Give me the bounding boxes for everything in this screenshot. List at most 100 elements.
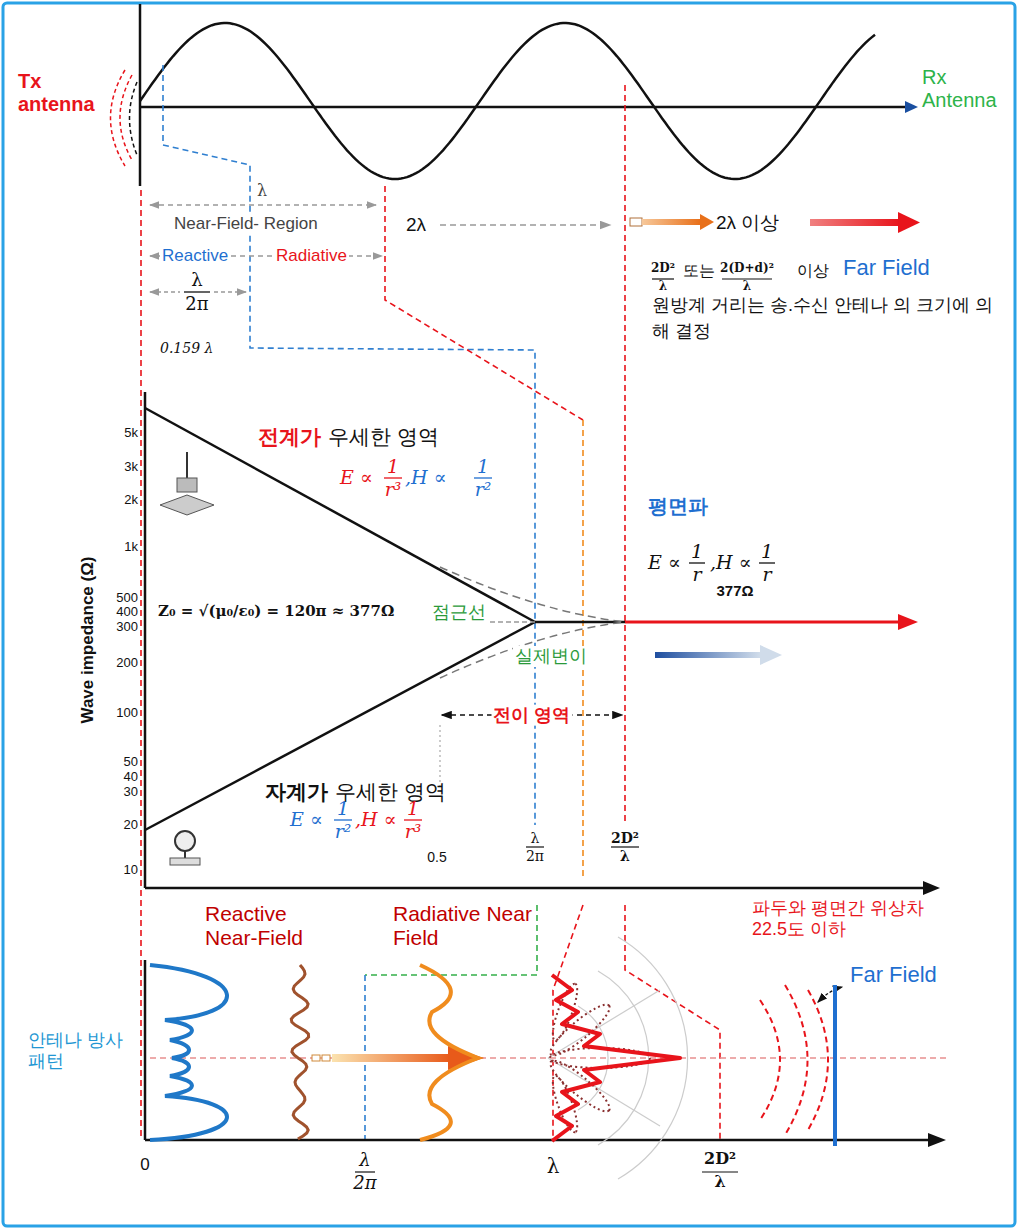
math-term: 2D² [651,262,675,276]
label-text: 0.5 [427,849,446,865]
drawing-path [385,186,583,420]
math-term: λ [531,830,540,846]
label-text: 우세한 영역 [328,425,439,449]
drawing-path [163,65,535,825]
drawing-g [548,937,688,1179]
drawing-path [150,965,227,1140]
drawing-path [898,614,918,630]
axis-tick: 300 [116,620,138,635]
label-text: Radiative Near Field [393,902,533,950]
axis-tick: 40 [124,770,138,785]
math-term: λ [547,1155,560,1178]
math-term: ,H ∝ [355,809,397,831]
drawing-line [145,887,925,890]
math-term: r³ [385,479,402,501]
label-text: 377Ω [716,582,753,599]
drawing-rect [655,652,760,658]
axis-tick: 50 [124,755,138,770]
drawing-path [760,1000,780,1120]
drawing-g [760,985,828,1135]
math-term: λ [620,848,630,864]
math-term: λ [359,1150,370,1171]
label-text: Wave impedance (Ω) [78,557,98,724]
drawing-rect [170,858,200,865]
label-text: Radiative [274,246,349,266]
label-text: 평면파 [648,495,708,518]
drawing-path [923,881,940,895]
drawing-line [184,291,210,292]
math-term: r³ [405,821,422,843]
reactive-pattern [291,965,308,1139]
math-term: ,H ∝ [405,467,447,489]
label-text: 이상 [797,262,829,280]
drawing-rect [810,219,900,226]
axis-tick: 3k [124,460,138,475]
drawing-line [150,291,180,292]
math-term: λ [191,270,202,291]
drawing-path [624,85,626,825]
math-term: 1 [337,798,349,820]
axis-tick: 200 [116,656,138,671]
drawing-path [111,70,126,166]
math-term: λ [255,182,269,200]
drawing-line [144,960,147,1140]
label-text: 자계가 [265,780,328,804]
math-term: r [762,564,771,586]
math-term: 1 [477,456,489,478]
drawing-path [440,622,625,678]
axis-tick: 5k [124,426,138,441]
drawing-line [140,106,905,109]
label-text: 0 [140,1155,149,1175]
label-text: 파두와 평면간 위상차 22.5도 이하 [752,898,942,939]
drawing-line [490,621,535,622]
drawing-rect [312,1055,320,1061]
math-term: λ [743,280,751,294]
drawing-circle [175,831,195,851]
axis-tick: 2k [124,493,138,508]
label-text: Reactive [160,246,230,266]
drawing-rect [642,219,700,225]
drawing-line [535,621,625,624]
drawing-line [833,985,837,1146]
sine-wave [140,23,875,179]
math-term: E ∝ [340,467,373,489]
math-term: λ [659,280,667,294]
math-term: 0.159 λ [160,340,213,356]
axis-tick: 400 [116,605,138,620]
drawing-path [625,905,720,1140]
drawing-line [145,622,535,830]
label-text: 전계가 [258,425,321,449]
math-term: r² [475,479,492,501]
drawing-rect [630,218,642,226]
drawing-g [141,65,720,1140]
label-text: Tx antenna [18,70,90,116]
label-text: Far Field [850,962,937,987]
drawing-line [145,408,535,622]
drawing-path [808,990,828,1130]
math-term: 2(D+d)² [720,262,774,276]
label-text: Near-Field- Region [172,214,320,234]
drawing-path [140,190,142,1140]
drawing-path [818,987,842,1002]
axis-tick: 100 [116,706,138,721]
drawing-line [145,1139,930,1142]
math-term: 1 [387,456,399,478]
drawing-path [760,645,782,665]
drawing-path [552,975,680,1141]
label-text: 2λ 이상 [716,212,779,234]
math-term: r [692,564,701,586]
drawing-line [150,204,376,205]
drawing-rect [3,3,1015,1226]
math-term: 2D² [704,1150,736,1168]
drawing-path [578,1006,608,1110]
axis-tick: 20 [124,818,138,833]
drawing-line [214,291,246,292]
drawing-path [598,971,649,1145]
label-text: Rx Antenna [922,66,1014,112]
label-text: 또는 [683,262,715,280]
math-term: ,H ∝ [710,552,752,574]
label-text: 전이 영역 [491,705,572,726]
